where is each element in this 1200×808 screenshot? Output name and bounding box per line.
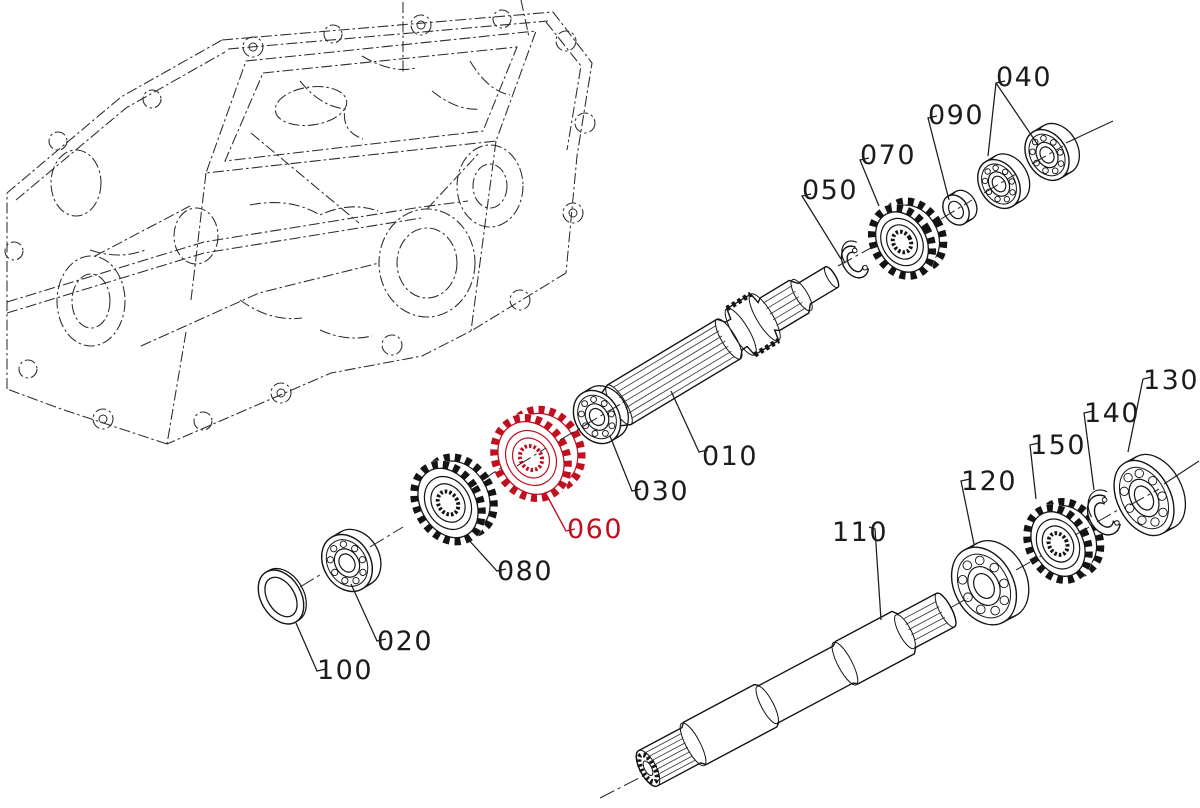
callout-010[interactable]: 010 [702,441,759,472]
callout-120[interactable]: 120 [961,466,1018,497]
part-030-drawing [572,385,629,445]
callout-070[interactable]: 070 [860,140,917,171]
part-110-drawing [635,592,957,788]
part-040a-drawing [977,153,1031,210]
part-140-drawing [1086,489,1121,536]
part-080-drawing [410,453,498,546]
callout-130[interactable]: 130 [1143,365,1200,396]
part-010-drawing [590,265,840,429]
callout-140[interactable]: 140 [1084,398,1141,429]
part-120-drawing [950,540,1030,626]
part-060-drawing [489,405,586,503]
leader-lines [295,80,1153,672]
callout-050[interactable]: 050 [802,175,859,206]
part-040b-drawing [1024,122,1080,182]
callout-060-highlighted[interactable]: 060 [567,514,624,545]
part-100-drawing [257,567,307,625]
part-070-drawing [867,197,948,281]
highlight-leader-line [544,491,576,532]
callout-030[interactable]: 030 [633,476,690,507]
callout-080[interactable]: 080 [497,556,554,587]
part-020-drawing [320,528,382,593]
callout-100[interactable]: 100 [317,655,374,686]
part-150-drawing [1022,497,1105,585]
callout-090[interactable]: 090 [928,100,985,131]
callout-110[interactable]: 110 [832,517,889,548]
housing-drawing [4,0,596,445]
callout-150[interactable]: 150 [1030,430,1087,461]
callout-020[interactable]: 020 [377,626,434,657]
axis-centerlines [299,120,1200,799]
part-130-drawing [1113,453,1187,537]
part-050-drawing [840,240,870,279]
callout-040[interactable]: 040 [996,62,1053,93]
